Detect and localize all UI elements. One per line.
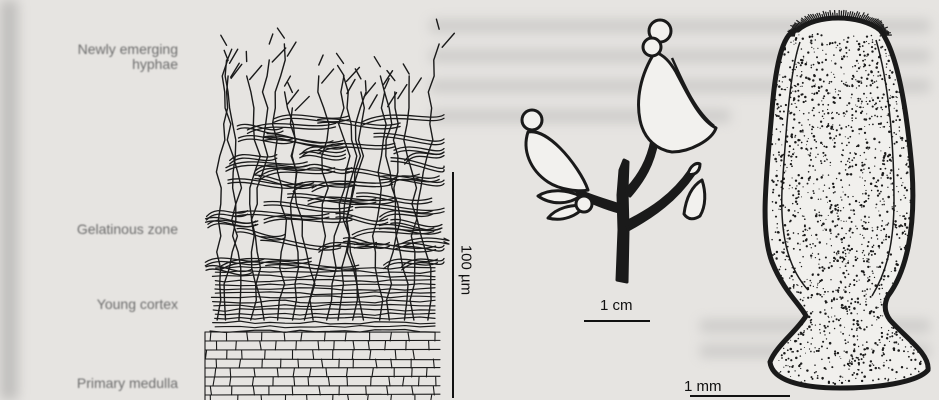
label-primary-medulla: Primary medulla bbox=[77, 376, 178, 391]
scale-label-1cm: 1 cm bbox=[600, 297, 633, 314]
scale-label-100um: 100 µm bbox=[458, 245, 475, 295]
capsule-tip-side bbox=[643, 38, 661, 56]
medulla-cells bbox=[205, 332, 440, 400]
label-gelatinous-zone: Gelatinous zone bbox=[77, 222, 178, 237]
small-capsule bbox=[526, 132, 588, 191]
label-newly-emerging: Newly emerging bbox=[78, 42, 178, 57]
tissue-section-drawing bbox=[205, 19, 454, 400]
small-capsule-tip bbox=[522, 110, 542, 130]
bract-right bbox=[684, 180, 705, 219]
bract-left-upper bbox=[538, 191, 580, 203]
cortex-layer bbox=[210, 267, 435, 333]
bract-top-right bbox=[688, 163, 700, 174]
label-young-cortex: Young cortex bbox=[97, 297, 178, 312]
label-hyphae: hyphae bbox=[132, 57, 178, 72]
upper-branch bbox=[626, 140, 657, 196]
ascocarp-outline bbox=[765, 18, 928, 388]
bract-bud bbox=[576, 196, 592, 212]
scale-label-1mm: 1 mm bbox=[684, 378, 722, 395]
